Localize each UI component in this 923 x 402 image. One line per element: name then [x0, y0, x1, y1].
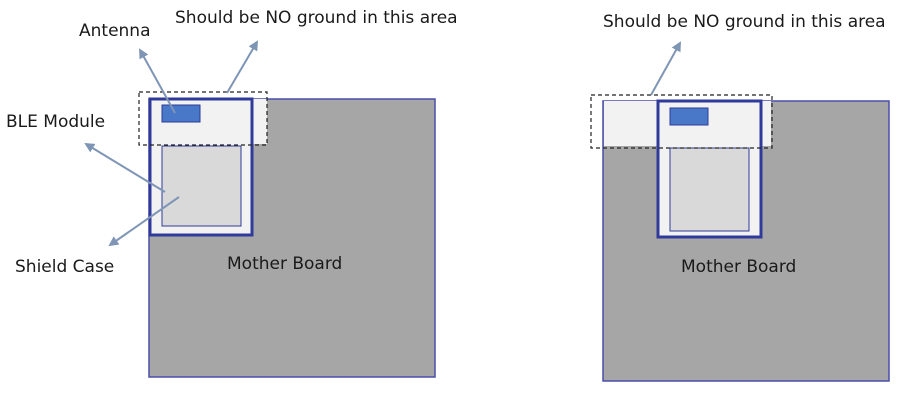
- left-no-ground-dashed-box: [138, 91, 268, 146]
- right-label-mother-board: Mother Board: [681, 257, 796, 277]
- left-label-mother-board: Mother Board: [227, 254, 342, 274]
- left-antenna-arrow: [139, 48, 176, 114]
- right-shield-case: [669, 147, 750, 232]
- left-shield-case-arrow: [108, 196, 180, 247]
- right-no-ground-dashed-box: [590, 94, 773, 149]
- left-label-no-ground: Should be NO ground in this area: [175, 8, 458, 28]
- left-antenna: [161, 104, 201, 123]
- right-no-ground-arrow: [650, 41, 681, 96]
- left-ble-module-arrow: [84, 142, 166, 193]
- left-shield-case: [161, 145, 242, 227]
- left-diagram: Antenna Should be NO ground in this area…: [6, 8, 458, 378]
- right-label-no-ground: Should be NO ground in this area: [603, 12, 886, 32]
- left-label-antenna: Antenna: [79, 21, 151, 41]
- left-label-shield-case: Shield Case: [15, 257, 114, 277]
- left-label-ble-module: BLE Module: [6, 112, 105, 132]
- right-diagram: Should be NO ground in this area Mother …: [590, 12, 890, 382]
- right-antenna: [669, 107, 709, 126]
- left-no-ground-arrow: [226, 40, 259, 94]
